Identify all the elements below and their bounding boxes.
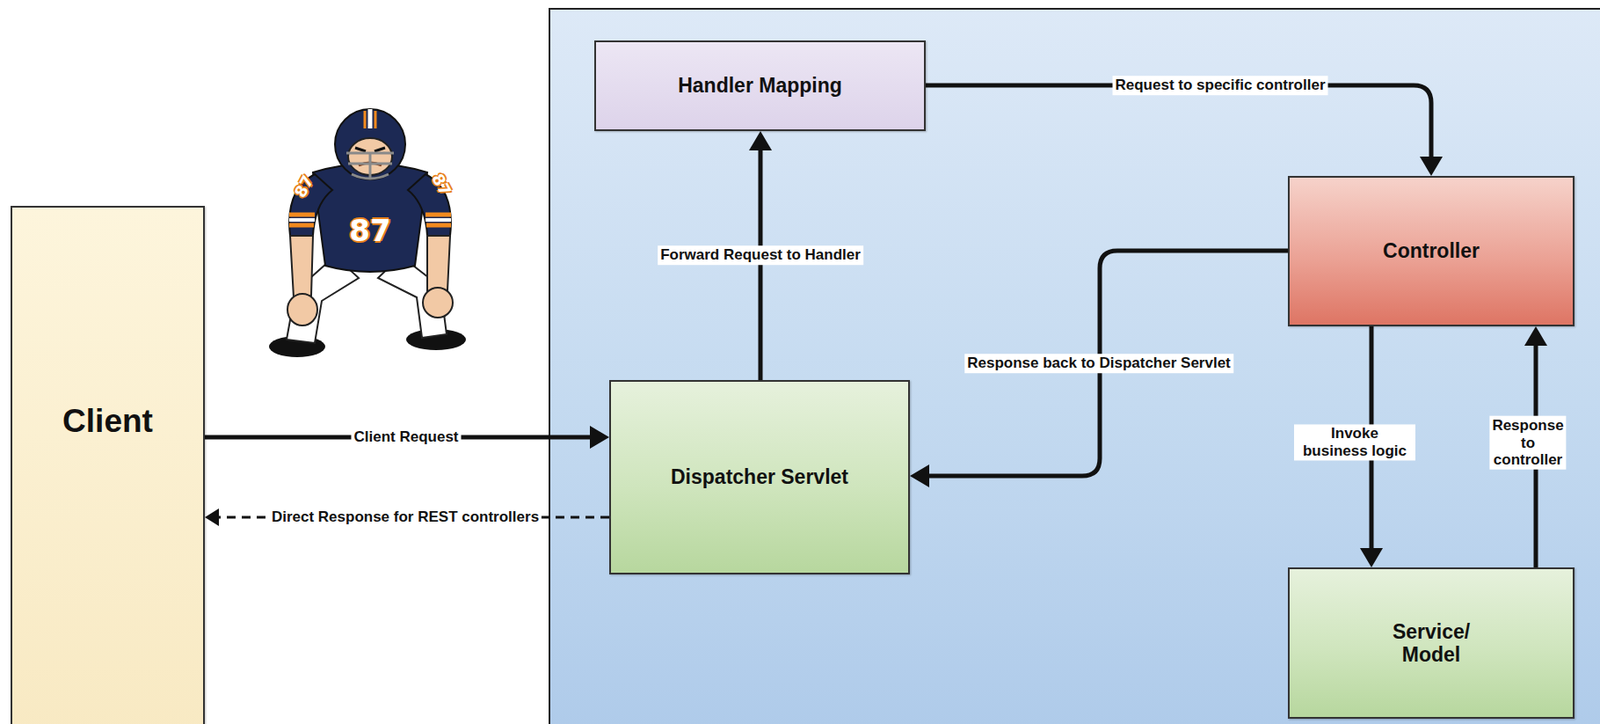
process-box: Service/ Model — [1287, 567, 1575, 719]
edge-label: Response back to Dispatcher Servlet — [964, 353, 1234, 373]
arrow-head — [749, 130, 772, 151]
edge-label: Client Request — [350, 427, 461, 447]
controller-box: Controller — [1287, 175, 1575, 327]
edge-label: Request to specific controller — [1112, 75, 1329, 95]
edge-label: Forward Request to Handler — [657, 245, 864, 265]
connector — [204, 508, 610, 526]
connector — [204, 425, 610, 449]
arrow-head — [589, 425, 610, 449]
jersey-number: 87 — [349, 215, 391, 246]
process-box: Dispatcher Servlet — [609, 379, 910, 575]
connector — [925, 85, 1443, 176]
client-box: Client — [10, 205, 205, 724]
edge-label: Response to controller — [1489, 415, 1566, 470]
node-label: Dispatcher Servlet — [670, 465, 849, 488]
process-box: Handler Mapping — [594, 40, 926, 131]
arrow-head — [1360, 547, 1383, 568]
arrow-head — [1524, 326, 1548, 346]
arrow-head — [909, 464, 930, 488]
connector-line — [927, 250, 1288, 476]
jersey-number: 87 — [291, 173, 317, 201]
arrow-head — [1419, 156, 1443, 176]
node-label: Service/ Model — [1378, 619, 1484, 667]
arrow-head — [204, 508, 219, 526]
edge-label: Direct Response for REST controllers — [269, 507, 542, 527]
node-label: Handler Mapping — [677, 73, 843, 97]
connector — [909, 250, 1288, 488]
node-label: Client — [62, 402, 153, 441]
connector-line — [925, 85, 1432, 159]
edge-label: Invoke business logic — [1294, 423, 1416, 460]
node-label: Controller — [1382, 239, 1480, 262]
jersey-number: 87 — [429, 171, 454, 199]
